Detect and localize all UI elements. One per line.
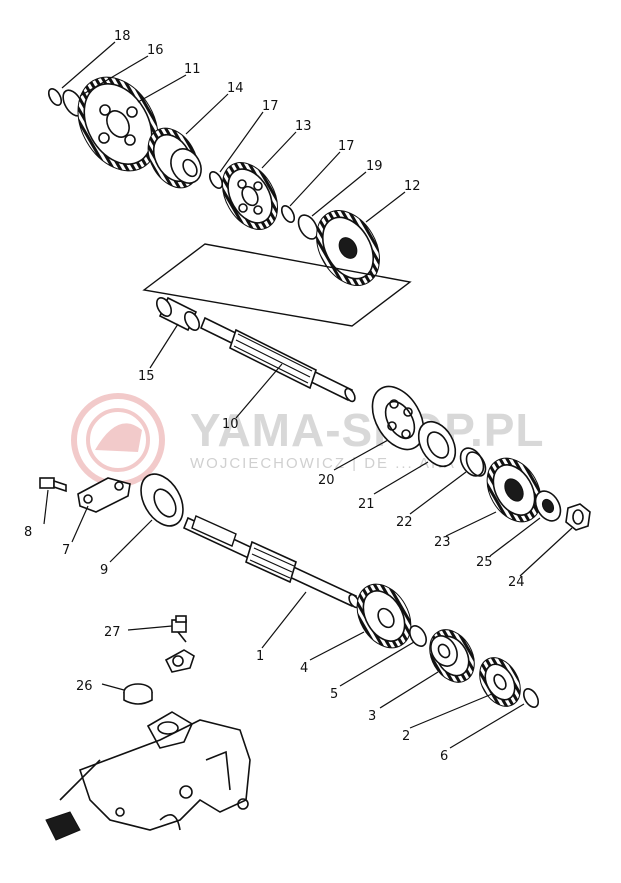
washer-5: [409, 625, 427, 647]
label-7: 7: [62, 543, 70, 558]
main-axle-10: [199, 316, 356, 403]
label-17b: 17: [338, 139, 355, 154]
circlip-18: [47, 88, 63, 106]
drive-sprocket-23: [486, 457, 542, 523]
circlip-17a: [208, 171, 224, 189]
watermark: YAMA-SHOP.PL WOJCIECHOWICZ | DE ... ARA: [71, 393, 545, 487]
gear-4: [356, 583, 412, 649]
bearing-20: [371, 385, 425, 451]
label-3: 3: [368, 709, 376, 724]
watermark-brand: YAMA-SHOP.PL: [190, 404, 545, 456]
label-4: 4: [300, 661, 308, 676]
label-6: 6: [440, 749, 448, 764]
oil-seal-21: [417, 420, 457, 468]
label-27: 27: [104, 625, 121, 640]
assembly-bracket: [142, 243, 412, 327]
collar-22: [459, 447, 487, 477]
label-2: 2: [402, 729, 410, 744]
cap-26: [123, 683, 153, 705]
label-1: 1: [256, 649, 264, 664]
label-8: 8: [24, 525, 32, 540]
gear-2: [479, 657, 521, 707]
watermark-logo-icon: [71, 393, 165, 487]
label-10: 10: [222, 417, 239, 432]
part-labels: 18 16 11 14 17 13 17 19 12 15 10 20 21 2…: [24, 29, 525, 764]
label-22: 22: [396, 515, 413, 530]
label-19: 19: [366, 159, 383, 174]
washer-19: [297, 214, 319, 240]
label-15: 15: [138, 369, 155, 384]
label-14: 14: [227, 81, 244, 96]
label-5: 5: [330, 687, 338, 702]
label-18: 18: [114, 29, 131, 44]
label-26: 26: [76, 679, 93, 694]
label-24: 24: [508, 575, 525, 590]
gear-3: [429, 629, 475, 683]
leader-lines: [43, 41, 573, 749]
label-17a: 17: [262, 99, 279, 114]
collar-15: [155, 296, 201, 332]
label-16: 16: [147, 43, 164, 58]
label-9: 9: [100, 563, 108, 578]
gear-13: [222, 162, 278, 230]
gear-11: [77, 76, 159, 172]
label-23: 23: [434, 535, 451, 550]
label-21: 21: [358, 497, 375, 512]
bolt-8: [39, 477, 67, 493]
gear-12: [316, 210, 380, 286]
gear-14: [147, 127, 202, 189]
plate-7: [77, 477, 131, 513]
upper-gear-cluster: [47, 76, 380, 286]
circlip-17b: [280, 205, 296, 223]
label-11: 11: [184, 62, 201, 77]
label-25: 25: [476, 555, 493, 570]
label-13: 13: [295, 119, 312, 134]
bearing-9: [140, 473, 184, 527]
breather-fitting-27: [171, 615, 187, 643]
nut-24: [565, 503, 591, 531]
label-20: 20: [318, 473, 335, 488]
hose-clamp: [164, 649, 195, 673]
circlip-6: [522, 688, 540, 708]
countershaft-1: [182, 515, 360, 609]
crankcase-section: [45, 711, 251, 841]
label-12: 12: [404, 179, 421, 194]
watermark-tagline: WOJCIECHOWICZ | DE ... ARA: [190, 455, 456, 472]
lock-washer-25: [534, 490, 562, 522]
